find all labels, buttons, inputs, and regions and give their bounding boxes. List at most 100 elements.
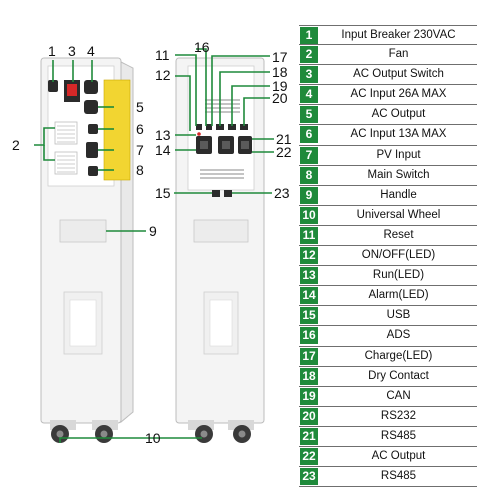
- callout-23: 23: [274, 185, 290, 201]
- legend-number: 4: [300, 86, 318, 104]
- right-upper-vent: [205, 99, 240, 113]
- legend-number: 14: [300, 287, 318, 305]
- legend-number: 6: [300, 126, 318, 144]
- callout-19: 19: [272, 78, 288, 94]
- legend-label: Main Switch: [367, 168, 430, 181]
- callout-17: 17: [272, 49, 288, 65]
- right-lower-vent: [200, 169, 244, 179]
- fan-upper: [54, 121, 78, 145]
- right-socket-row: [196, 136, 252, 154]
- legend-label: Universal Wheel: [356, 208, 441, 221]
- legend-number: 19: [300, 387, 318, 405]
- legend-number: 20: [300, 407, 318, 425]
- legend-label: AC Output: [371, 108, 426, 121]
- legend-row: 9 Handle: [299, 186, 477, 206]
- callout-10: 10: [145, 430, 161, 446]
- legend-label: AC Output: [371, 449, 426, 462]
- right-unit: [175, 57, 265, 443]
- port-usb: [212, 190, 220, 197]
- legend-row: 16 ADS: [299, 326, 477, 347]
- legend-row: 17 Charge(LED): [299, 347, 477, 367]
- left-lower-window-inner: [69, 299, 97, 347]
- callout-5: 5: [136, 99, 144, 115]
- callout-21: 21: [276, 131, 292, 147]
- legend-number: 10: [300, 206, 318, 224]
- callout-labels: 1 3 4 5 2 6 7 8 9 10 11 16 12 17 18 19 2…: [12, 39, 292, 446]
- legend-label: Handle: [380, 188, 417, 201]
- legend-label: ADS: [386, 329, 411, 342]
- right-handle: [193, 219, 249, 243]
- callout-16: 16: [194, 39, 210, 55]
- legend-number: 3: [300, 66, 318, 84]
- right-lower-window-inner: [209, 299, 233, 347]
- legend-label: ON/OFF(LED): [361, 249, 436, 262]
- left-wheel-1: [50, 420, 76, 443]
- callout-3: 3: [68, 43, 76, 59]
- legend-row: 13 Run(LED): [299, 266, 477, 287]
- legend-number: 23: [300, 468, 318, 486]
- legend-row: 22 AC Output: [299, 447, 477, 468]
- legend-row: 10 Universal Wheel: [299, 206, 477, 226]
- legend-number: 9: [300, 186, 318, 204]
- right-wheel-1: [188, 420, 214, 443]
- left-unit: [40, 57, 134, 443]
- legend-label: Reset: [383, 228, 414, 241]
- legend-number: 8: [300, 166, 318, 184]
- callout-7: 7: [136, 142, 144, 158]
- legend-label: RS485: [380, 470, 417, 483]
- legend-label: Run(LED): [372, 269, 425, 282]
- legend-number: 18: [300, 367, 318, 385]
- legend-label: RS485: [380, 429, 417, 442]
- ac-output-switch-red: [67, 84, 77, 96]
- callout-11: 11: [155, 47, 170, 63]
- callout-22: 22: [276, 144, 292, 160]
- legend-number: 13: [300, 267, 318, 285]
- input-breaker: [48, 80, 58, 92]
- callout-2: 2: [12, 137, 20, 153]
- callout-20: 20: [272, 90, 288, 106]
- legend-number: 16: [300, 327, 318, 345]
- pv-input: [86, 142, 98, 158]
- legend-number: 17: [300, 347, 318, 365]
- legend-label: CAN: [386, 389, 411, 402]
- port-reset: [196, 124, 202, 130]
- legend-label: AC Input 26A MAX: [350, 88, 447, 101]
- main-switch: [88, 166, 98, 176]
- legend-number: 7: [300, 146, 318, 164]
- legend-row: 14 Alarm(LED): [299, 286, 477, 307]
- callout-4: 4: [87, 43, 95, 59]
- callout-6: 6: [136, 121, 144, 137]
- legend-label: RS232: [380, 409, 417, 422]
- yellow-panel: [103, 79, 131, 181]
- legend-row: 3 AC Output Switch: [299, 65, 477, 86]
- legend-label: Input Breaker 230VAC: [341, 29, 456, 41]
- callout-9: 9: [149, 223, 157, 239]
- legend-label: PV Input: [376, 148, 421, 161]
- legend-row: 1 Input Breaker 230VAC: [299, 25, 477, 46]
- legend-number: 2: [300, 46, 318, 64]
- ac-input-26a-socket: [84, 80, 98, 94]
- callout-14: 14: [155, 142, 171, 158]
- callout-1: 1: [48, 43, 56, 59]
- callout-13: 13: [155, 127, 171, 143]
- callout-18: 18: [272, 64, 288, 80]
- legend-label: Charge(LED): [364, 349, 433, 362]
- legend-row: 23 RS485: [299, 467, 477, 487]
- legend-number: 1: [300, 27, 318, 44]
- legend-label: AC Output Switch: [353, 68, 444, 81]
- legend-number: 11: [300, 226, 318, 244]
- legend-number: 15: [300, 307, 318, 325]
- legend-row: 19 CAN: [299, 387, 477, 407]
- legend-number: 22: [300, 447, 318, 465]
- legend-label: Alarm(LED): [368, 289, 429, 302]
- legend-row: 7 PV Input: [299, 146, 477, 166]
- legend-row: 8 Main Switch: [299, 166, 477, 186]
